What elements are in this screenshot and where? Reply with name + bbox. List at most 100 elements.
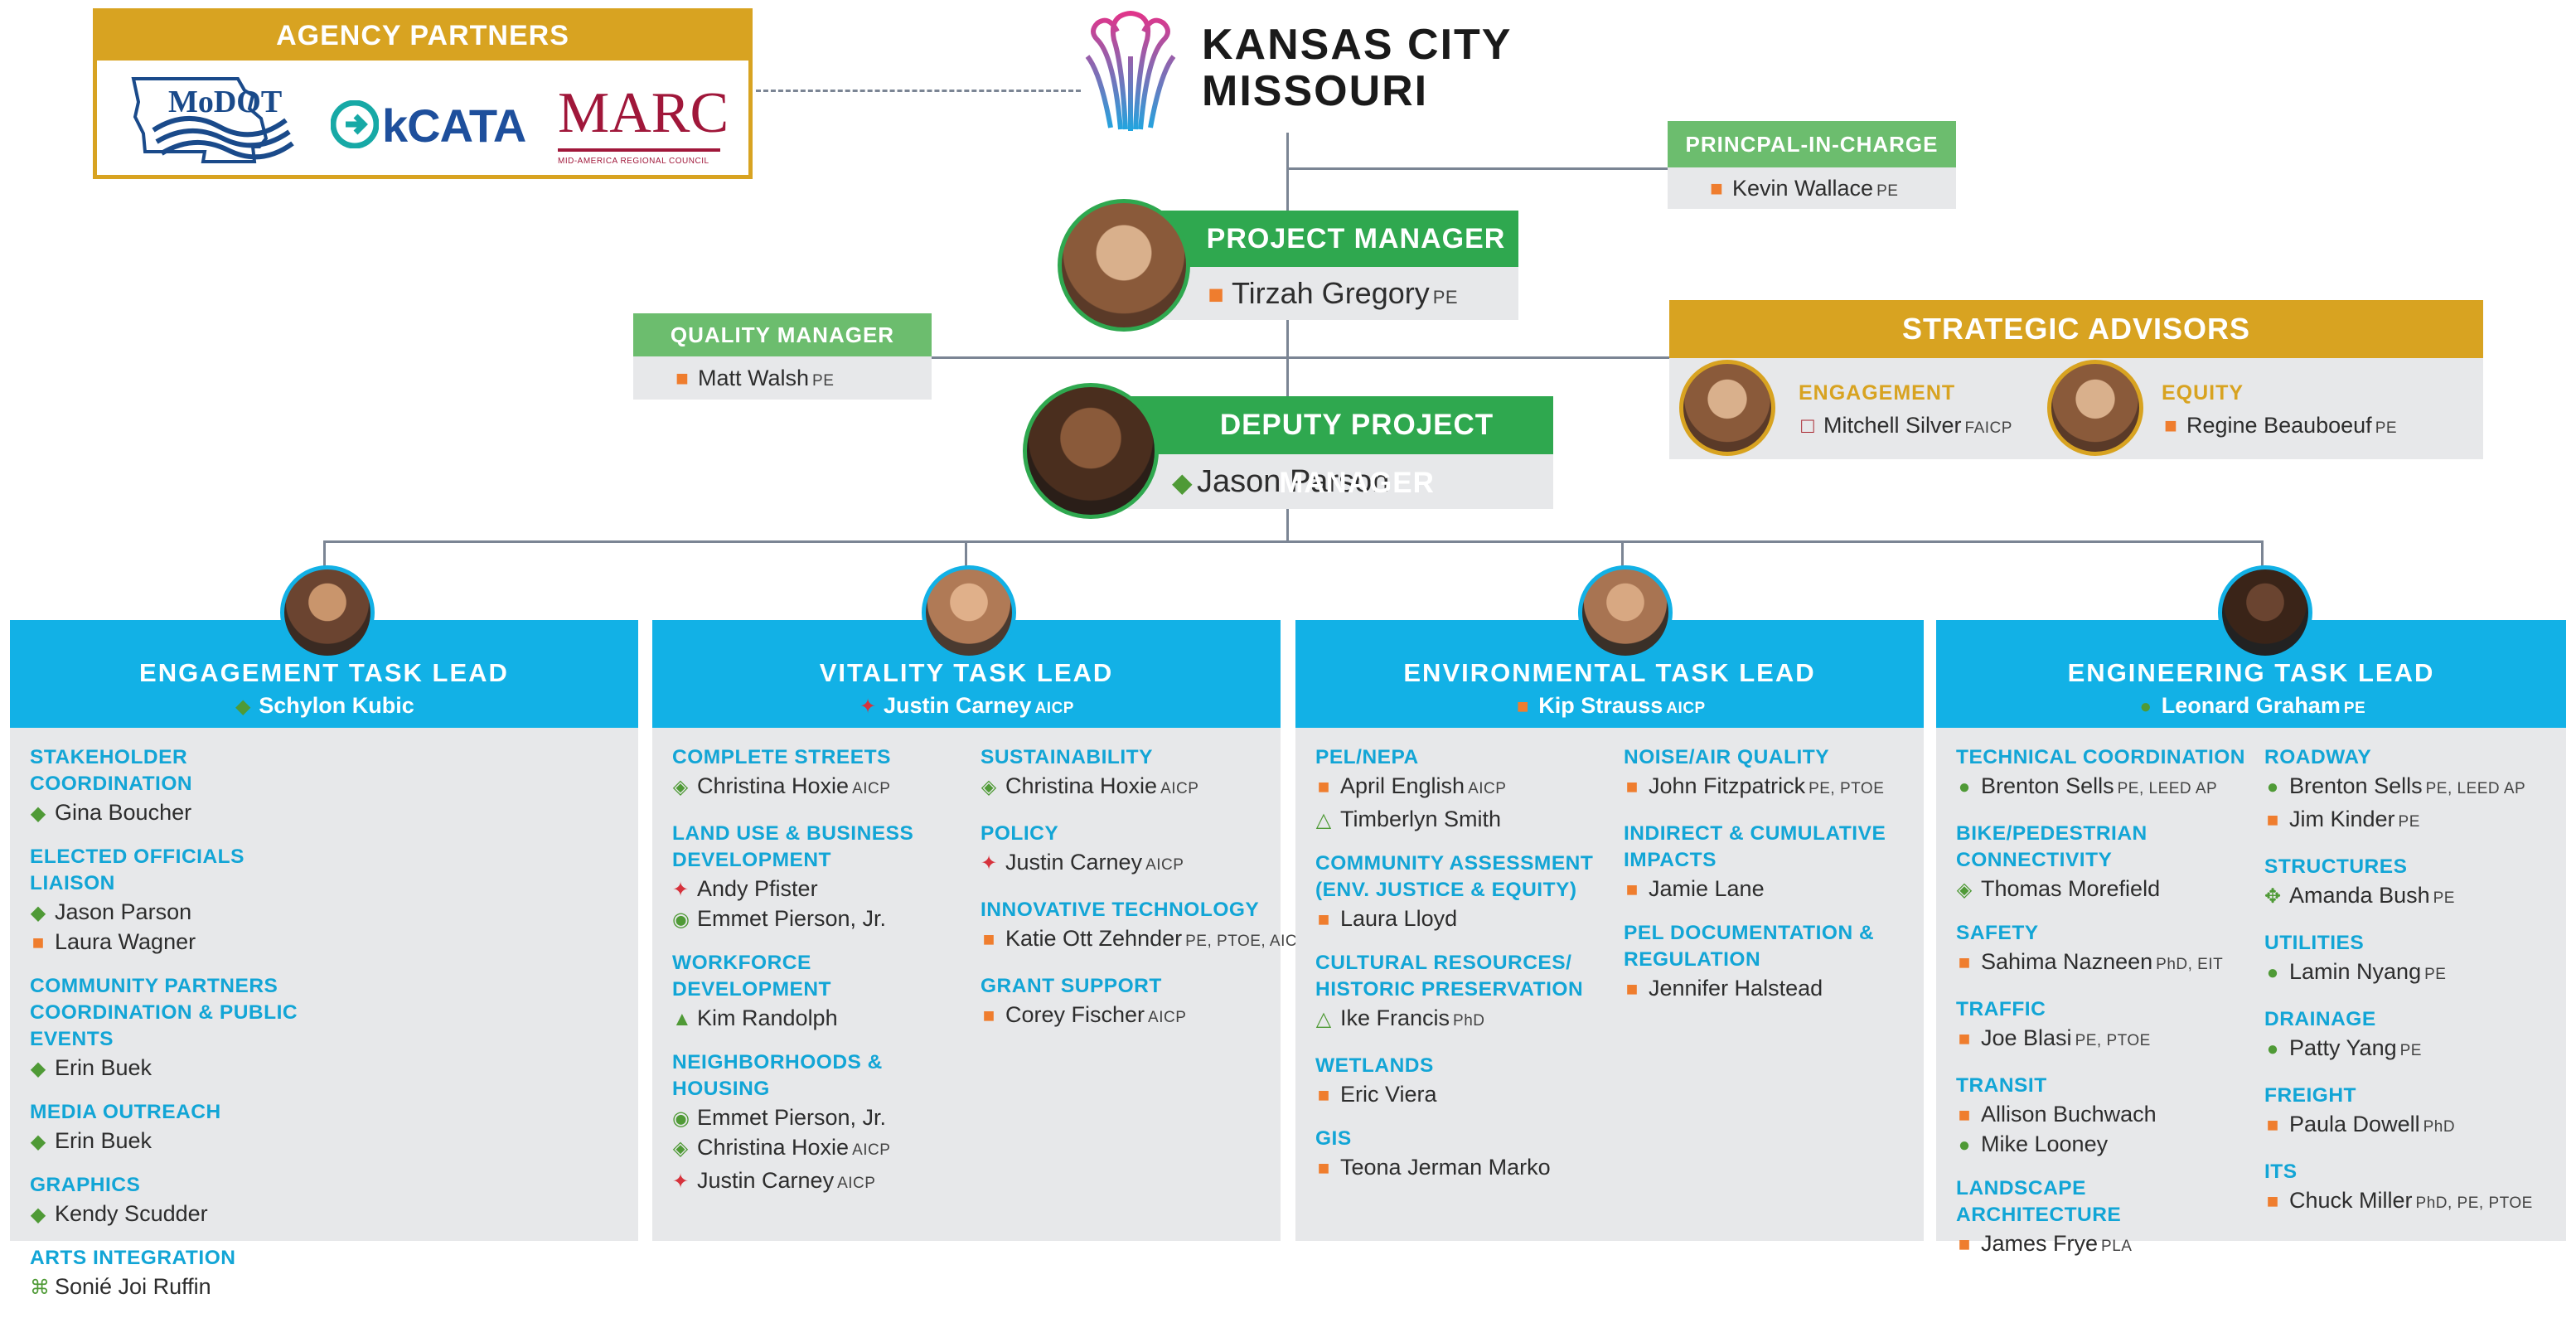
role-heading: CULTURAL RESOURCES/ HISTORIC PRESERVATIO… bbox=[1315, 952, 1584, 1001]
city-name-line1: KANSAS CITY bbox=[1202, 21, 1513, 69]
advisor-equity-cred: PE bbox=[2375, 419, 2398, 437]
team-member-name: Emmet Pierson, Jr. bbox=[697, 906, 887, 931]
team-member-name: Christina Hoxie bbox=[697, 1135, 850, 1160]
team-symbol-icon: ■ bbox=[2266, 1114, 2279, 1136]
team-symbol-icon: ◆ bbox=[30, 1058, 46, 1080]
team-member-name: Teona Jerman Marko bbox=[1340, 1155, 1551, 1180]
connector-principal bbox=[1286, 167, 1668, 170]
team-member-name: Justin Carney bbox=[1005, 850, 1143, 875]
task-lead-title: ENGINEERING TASK LEAD bbox=[2067, 658, 2435, 687]
team-member: ◆Erin Buek bbox=[30, 1053, 328, 1083]
role-heading: INNOVATIVE TECHNOLOGY bbox=[981, 899, 1260, 921]
role-heading: TECHNICAL COORDINATION bbox=[1956, 746, 2245, 768]
role-section: WETLANDS■Eric Viera bbox=[1315, 1053, 1614, 1109]
team-member-credentials: PE, LEED AP bbox=[2117, 780, 2218, 797]
modot-state-shape bbox=[131, 77, 294, 163]
qm-name: Matt Walsh bbox=[698, 366, 810, 390]
team-symbol-icon: ■ bbox=[1317, 1157, 1330, 1180]
team-member-credentials: PE bbox=[2398, 813, 2420, 831]
team-member: ■ Teona Jerman Marko bbox=[1315, 1152, 1614, 1182]
team-symbol-icon: ■ bbox=[1958, 1104, 1971, 1127]
role-heading: DRAINAGE bbox=[2264, 1008, 2376, 1030]
advisor-engagement-name: Mitchell Silver bbox=[1823, 413, 1962, 438]
role-heading: FREIGHT bbox=[2264, 1084, 2357, 1107]
team-member-credentials: AICP bbox=[1148, 1009, 1187, 1026]
principal-name: Kevin Wallace bbox=[1732, 176, 1874, 201]
team-symbol-icon: ● bbox=[2266, 962, 2279, 984]
connector-task-horizontal bbox=[323, 540, 2263, 543]
advisor-equity-avatar bbox=[2047, 360, 2143, 456]
team-symbol-icon: ■ bbox=[1317, 1084, 1330, 1107]
team-member-name: Emmet Pierson, Jr. bbox=[697, 1105, 887, 1130]
team-member: ⌘Sonié Joi Ruffin bbox=[30, 1272, 328, 1301]
role-section: NEIGHBORHOODS & HOUSING◉Emmet Pierson, J… bbox=[672, 1049, 971, 1199]
team-symbol-icon: ■ bbox=[1958, 1028, 1971, 1050]
team-member: ◈Thomas Morefield bbox=[1956, 874, 2254, 904]
connector-main-vertical bbox=[1286, 133, 1289, 542]
role-heading: COMMUNITY PARTNERS COORDINATION & PUBLIC… bbox=[30, 975, 298, 1050]
team-symbol-icon: ◆ bbox=[30, 802, 46, 825]
team-member-credentials: AICP bbox=[1468, 780, 1507, 797]
role-heading: ARTS INTEGRATION bbox=[30, 1247, 236, 1269]
role-section: LAND USE & BUSINESS DEVELOPMENT✦Andy Pfi… bbox=[672, 821, 971, 933]
role-section: ELECTED OFFICIALS LIAISON◆Jason Parson■L… bbox=[30, 844, 328, 957]
task-lead-credentials: AICP bbox=[1034, 700, 1074, 717]
role-heading: GRAPHICS bbox=[30, 1174, 141, 1196]
role-heading: WORKFORCE DEVELOPMENT bbox=[672, 952, 831, 1001]
team-symbol-icon: ● bbox=[2266, 1038, 2279, 1060]
team-member-name: April English bbox=[1340, 773, 1465, 798]
agency-partners-title: AGENCY PARTNERS bbox=[97, 12, 748, 61]
role-heading: COMPLETE STREETS bbox=[672, 746, 891, 768]
kcata-arrow-icon bbox=[331, 100, 379, 148]
task-lead-title: ENVIRONMENTAL TASK LEAD bbox=[1403, 658, 1816, 687]
task-lead-symbol-icon: ✦ bbox=[859, 695, 877, 718]
team-member-name: Erin Buek bbox=[55, 1128, 153, 1153]
team-symbol-icon: ◆ bbox=[30, 902, 46, 924]
team-member-name: Jennifer Halstead bbox=[1649, 976, 1823, 1001]
role-heading: BIKE/PEDESTRIAN CONNECTIVITY bbox=[1956, 822, 2147, 871]
team-member-credentials: AICP bbox=[837, 1175, 876, 1192]
team-symbol-icon: ■ bbox=[1958, 952, 1971, 974]
role-heading: UTILITIES bbox=[2264, 932, 2365, 954]
role-section: GIS■Teona Jerman Marko bbox=[1315, 1126, 1614, 1182]
team-member: △Timberlyn Smith bbox=[1315, 804, 1614, 834]
team-member-name: Jason Parson bbox=[55, 899, 192, 924]
team-member: ■Allison Buchwach bbox=[1956, 1099, 2254, 1129]
advisor-engagement-cred: FAICP bbox=[1964, 419, 2012, 437]
role-section: COMMUNITY ASSESSMENT (ENV. JUSTICE & EQU… bbox=[1315, 850, 1614, 933]
team-member: ◆Erin Buek bbox=[30, 1126, 328, 1156]
role-section: INDIRECT & CUMULATIVE IMPACTS■Jamie Lane bbox=[1624, 821, 1922, 904]
team-member-name: James Frye bbox=[1981, 1231, 2099, 1256]
dpm-title: DEPUTY PROJECT MANAGER bbox=[1119, 396, 1553, 499]
advisor-engagement-avatar bbox=[1679, 360, 1775, 456]
role-heading: COMMUNITY ASSESSMENT (ENV. JUSTICE & EQU… bbox=[1315, 852, 1594, 901]
team-symbol-icon: ■ bbox=[1625, 776, 1639, 798]
connector-drop-4 bbox=[2261, 540, 2264, 570]
team-member-name: Lamin Nyang bbox=[2289, 959, 2422, 984]
team-member-credentials: PLA bbox=[2101, 1238, 2133, 1255]
role-heading: POLICY bbox=[981, 822, 1059, 845]
role-section: ARTS INTEGRATION ⌘Sonié Joi Ruffin bbox=[30, 1245, 328, 1301]
principal-cred: PE bbox=[1876, 182, 1899, 200]
task-lead-credentials: PE bbox=[2343, 700, 2366, 717]
role-heading: INDIRECT & CUMULATIVE IMPACTS bbox=[1624, 822, 1886, 871]
role-heading: PEL/NEPA bbox=[1315, 746, 1419, 768]
role-heading: LAND USE & BUSINESS DEVELOPMENT bbox=[672, 822, 914, 871]
advisor-equity-label: EQUITY bbox=[2162, 381, 2244, 405]
team-member-name: Sahima Nazneen bbox=[1981, 949, 2153, 974]
